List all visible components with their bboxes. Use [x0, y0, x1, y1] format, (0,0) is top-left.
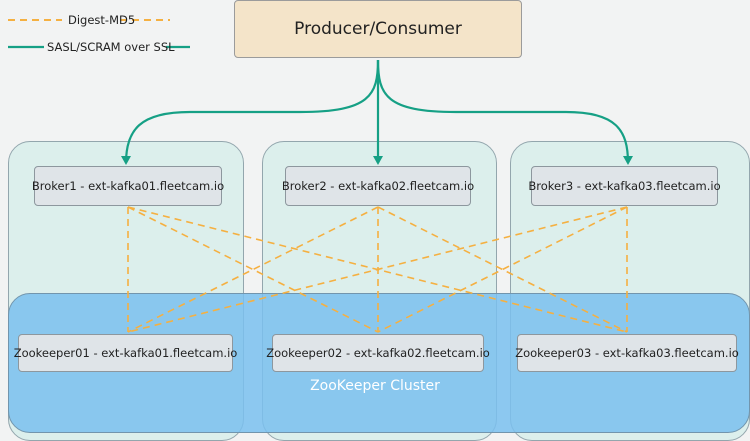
kafka-architecture-diagram: ZooKeeper Cluster — [8, 0, 750, 441]
zookeeper-3: Zookeeper03 - ext-kafka03.fleetcam.io — [515, 334, 739, 372]
broker-3-label: Broker3 - ext-kafka03.fleetcam.io — [528, 179, 721, 193]
zookeeper-2-label: Zookeeper02 - ext-kafka02.fleetcam.io — [266, 346, 490, 360]
legend-lines — [8, 19, 190, 49]
zookeeper-1-label: Zookeeper01 - ext-kafka01.fleetcam.io — [13, 346, 238, 360]
digest-link-b2-z3 — [377, 206, 628, 333]
sasl-link-broker3 — [376, 59, 633, 165]
producer-consumer-label: Producer/Consumer — [294, 19, 462, 39]
zookeeper-cluster-label: ZooKeeper Cluster — [310, 378, 440, 394]
digest-link-b3-z1 — [127, 206, 628, 333]
legend-digest-label: Digest-MD5 — [68, 13, 136, 27]
zookeeper-2: Zookeeper02 - ext-kafka02.fleetcam.io — [266, 334, 490, 372]
digest-md5-links — [127, 206, 628, 333]
digest-link-b2-z1 — [127, 206, 379, 333]
broker-2-label: Broker2 - ext-kafka02.fleetcam.io — [281, 179, 475, 193]
zookeeper-3-label: Zookeeper03 - ext-kafka03.fleetcam.io — [515, 346, 739, 360]
producer-consumer-box: Producer/Consumer — [234, 0, 522, 58]
digest-link-b1-z2 — [127, 206, 379, 333]
broker-3: Broker3 - ext-kafka03.fleetcam.io — [528, 166, 721, 206]
broker-1-label: Broker1 - ext-kafka01.fleetcam.io — [31, 179, 225, 193]
sasl-scram-links — [121, 59, 633, 165]
sasl-link-broker1 — [121, 59, 380, 165]
broker-2: Broker2 - ext-kafka02.fleetcam.io — [281, 166, 475, 206]
digest-link-b3-z2 — [377, 206, 628, 333]
broker-1: Broker1 - ext-kafka01.fleetcam.io — [31, 166, 225, 206]
legend-sasl-label: SASL/SCRAM over SSL — [47, 40, 175, 54]
zookeeper-1: Zookeeper01 - ext-kafka01.fleetcam.io — [14, 334, 237, 372]
connections — [8, 19, 633, 333]
